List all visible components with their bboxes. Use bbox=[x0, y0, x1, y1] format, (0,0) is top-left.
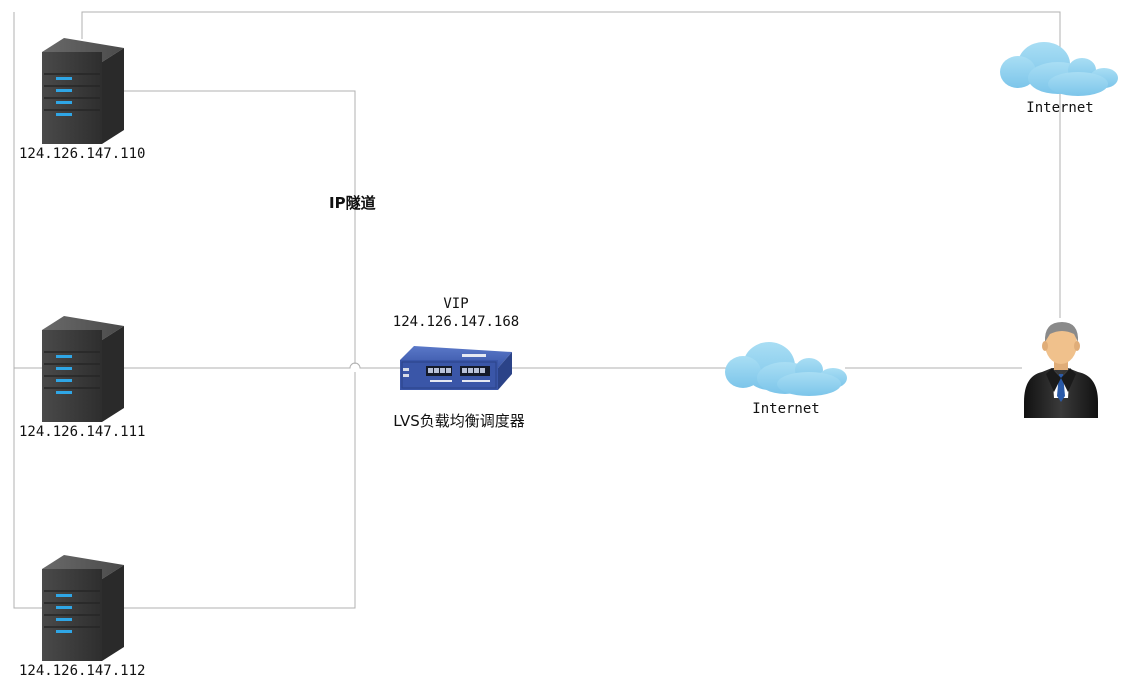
server2-link bbox=[14, 362, 400, 369]
server-tower-icon bbox=[42, 555, 124, 661]
cloud-top-label: Internet bbox=[1026, 100, 1094, 116]
cloud-icon bbox=[725, 342, 847, 396]
server-111[interactable] bbox=[42, 316, 124, 422]
cloud-icon bbox=[1000, 42, 1118, 96]
server-112[interactable] bbox=[42, 555, 124, 661]
vip-ip: 124.126.147.168 bbox=[392, 314, 520, 330]
lvs-scheduler-label: LVS负载均衡调度器 bbox=[393, 412, 525, 430]
server-110-ip: 124.126.147.110 bbox=[19, 146, 146, 162]
server1-link bbox=[123, 90, 356, 364]
cloud-middle-label: Internet bbox=[752, 401, 820, 417]
cloud-internet-top bbox=[1000, 42, 1118, 96]
server-110[interactable] bbox=[42, 38, 124, 144]
connection-lines bbox=[13, 11, 1061, 609]
network-switch-icon bbox=[400, 346, 512, 390]
server-111-ip: 124.126.147.111 bbox=[19, 424, 146, 440]
lvs-switch[interactable] bbox=[400, 346, 512, 390]
cloud-internet-middle bbox=[725, 342, 847, 396]
tunnel-lower-line bbox=[123, 372, 356, 609]
left-bus-line bbox=[13, 12, 42, 609]
server-tower-icon bbox=[42, 38, 124, 144]
ip-tunnel-label: IP隧道 bbox=[329, 194, 376, 212]
top-return-line bbox=[81, 11, 1061, 318]
client-user[interactable] bbox=[1024, 322, 1098, 418]
server-tower-icon bbox=[42, 316, 124, 422]
server-112-ip: 124.126.147.112 bbox=[19, 663, 146, 679]
vip-label: VIP bbox=[443, 296, 469, 312]
user-businessman-icon bbox=[1024, 322, 1098, 418]
